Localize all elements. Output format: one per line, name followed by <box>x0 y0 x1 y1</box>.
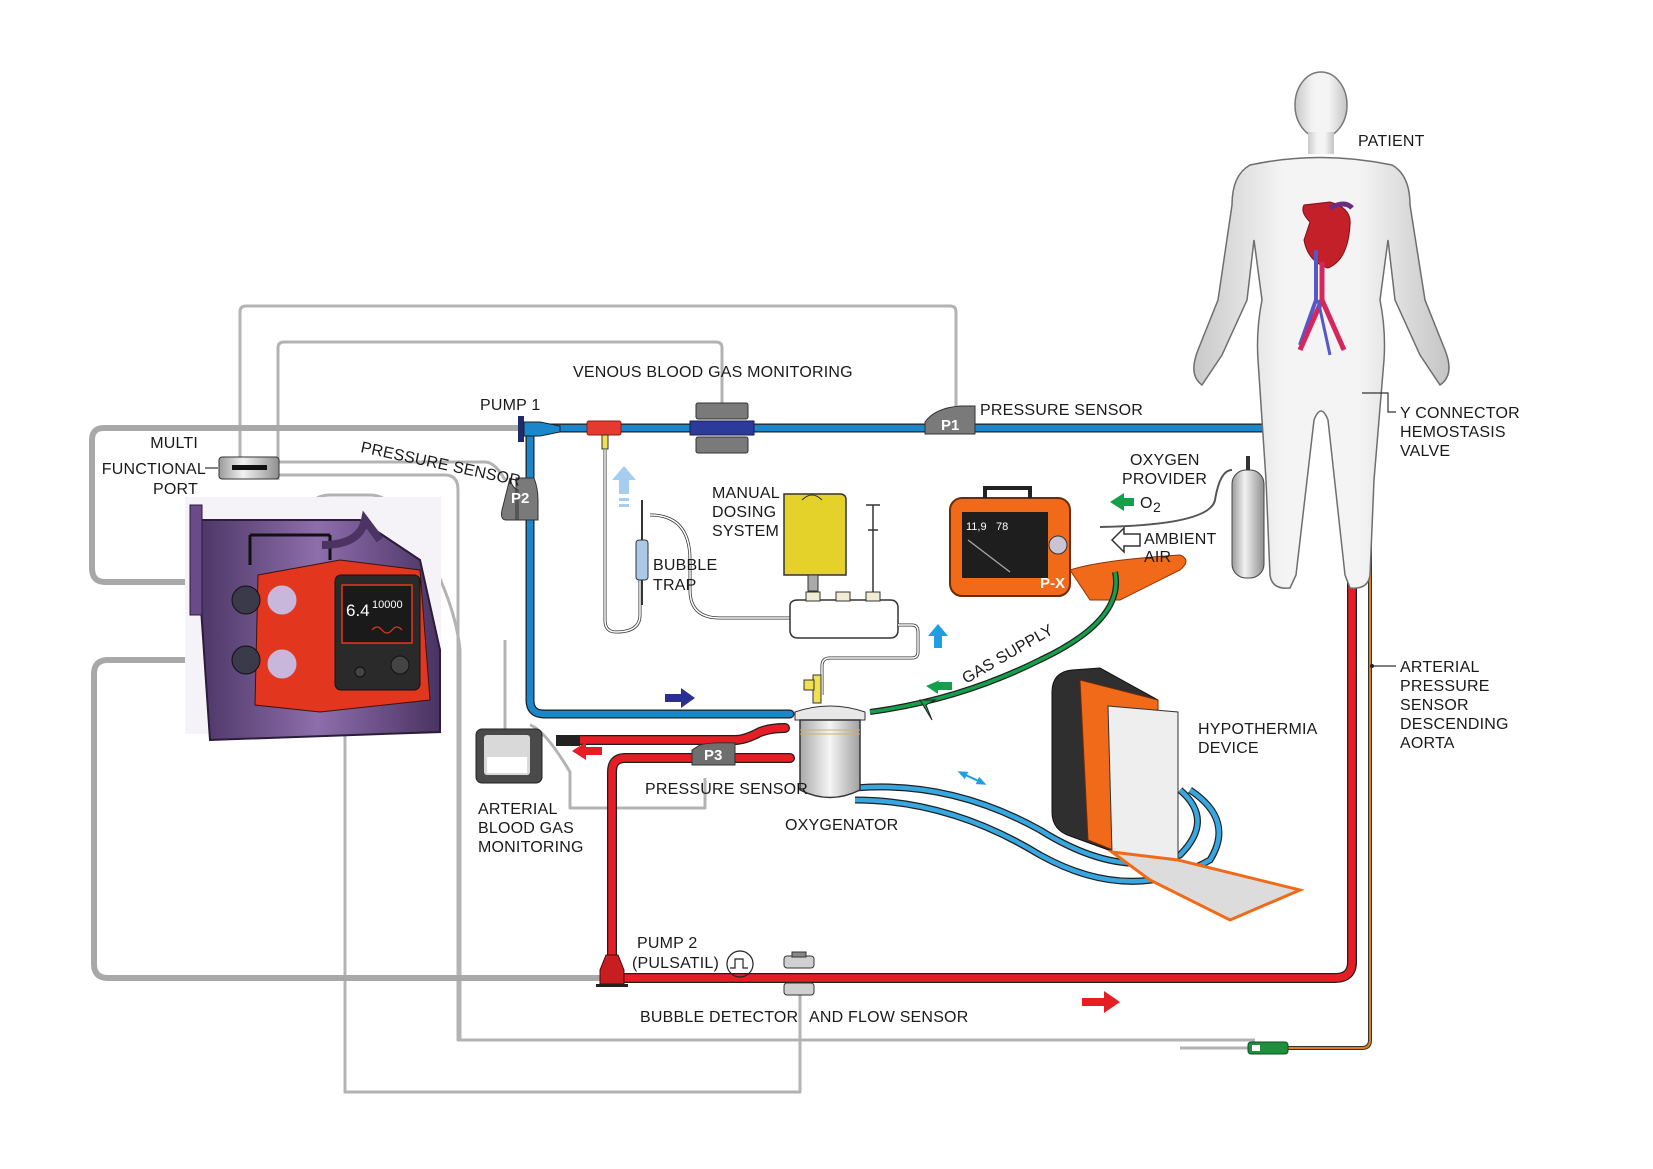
oxygenator-label: OXYGENATOR <box>785 817 898 834</box>
cable-arterial-pressure <box>275 473 1255 1042</box>
flow-left-arrow-icon <box>572 742 602 760</box>
venous-blood-gas-sensor: VENOUS BLOOD GAS MONITORING <box>573 364 853 454</box>
cable-p1 <box>238 304 958 470</box>
arterial-pressure-label-line5: AORTA <box>1400 735 1455 752</box>
console-value-left: 6.4 <box>346 601 370 620</box>
arterial-gas-label-line1: ARTERIAL <box>478 801 558 818</box>
bubble-detector-flow-sensor: BUBBLE DETECTOR AND FLOW SENSOR <box>640 951 968 1026</box>
bubble-trap-label-line1: BUBBLE <box>653 557 717 574</box>
hypothermia-label-line1: HYPOTHERMIA <box>1198 721 1318 738</box>
gas-blender: 11,9 78 P-X <box>949 486 1187 601</box>
p1-label: PRESSURE SENSOR <box>980 402 1143 419</box>
patient-label: PATIENT <box>1358 133 1425 150</box>
venous-flow-right-arrow-icon <box>665 688 695 708</box>
pump2: PUMP 2 (PULSATIL) <box>596 935 754 987</box>
y-connector-label-line3: VALVE <box>1400 443 1450 460</box>
p1-tag: P1 <box>941 417 959 434</box>
arterial-pressure-label-line2: PRESSURE <box>1400 678 1490 695</box>
flow-sensor-label: AND FLOW SENSOR <box>809 1009 968 1026</box>
cable-p2 <box>275 460 507 481</box>
y-connector-callout: Y CONNECTOR HEMOSTASIS VALVE <box>1362 392 1520 460</box>
pump1-label: PUMP 1 <box>480 397 540 414</box>
cable-pump1-drive <box>89 425 520 585</box>
console-value-right: 10000 <box>372 599 403 611</box>
arterial-gas-label-line2: BLOOD GAS <box>478 820 574 837</box>
flow-up-arrow-icon <box>928 624 948 648</box>
arterial-pressure-callout: ARTERIAL PRESSURE SENSOR DESCENDING AORT… <box>1370 659 1509 752</box>
bubble-trap-label-line2: TRAP <box>653 577 696 594</box>
cable-p3 <box>529 723 707 810</box>
oxygen-cylinder: OXYGEN PROVIDER O 2 AMBIENT AIR <box>1099 452 1265 579</box>
hypothermia-device: HYPOTHERMIA DEVICE <box>1051 667 1318 922</box>
y-connector-label-line2: HEMOSTASIS <box>1400 424 1506 441</box>
cable-bubble-detector <box>343 700 802 1094</box>
venous-blood-gas-label: VENOUS BLOOD GAS MONITORING <box>573 364 853 381</box>
o2-subscript: 2 <box>1153 499 1161 515</box>
multi-functional-port: MULTI FUNCTIONAL PORT <box>102 435 280 498</box>
pressure-sensor-p1: P1 PRESSURE SENSOR <box>924 402 1143 435</box>
y-connector-label-line1: Y CONNECTOR <box>1400 405 1520 422</box>
flow-up-arrow-light-icon <box>612 466 636 494</box>
arterial-flow-right-arrow-icon <box>1082 991 1120 1013</box>
blender-brand: P-X <box>1040 575 1065 592</box>
arterial-blood-gas-monitor: ARTERIAL BLOOD GAS MONITORING <box>475 728 584 856</box>
p2-label: PRESSURE SENSOR <box>359 439 522 490</box>
arterial-gas-label-line3: MONITORING <box>478 839 584 856</box>
bidirectional-flow-arrow-icon <box>957 771 987 785</box>
dosing-bag <box>783 493 847 576</box>
cable-pump2-drive <box>91 657 612 981</box>
arterial-pressure-label-line1: ARTERIAL <box>1400 659 1480 676</box>
pressure-sensor-p3: P3 PRESSURE SENSOR <box>645 742 808 798</box>
manual-dosing-label-line3: SYSTEM <box>712 523 779 540</box>
bubble-detector-label: BUBBLE DETECTOR <box>640 1009 798 1026</box>
bubble-trap-connector <box>586 420 622 450</box>
perfusion-console: 6.4 10000 <box>185 497 441 742</box>
oxygenator: OXYGENATOR <box>785 674 898 834</box>
manual-dosing-label-line2: DOSING <box>712 504 776 521</box>
oxygen-provider-label-line2: PROVIDER <box>1122 471 1207 488</box>
ambient-air-label-line1: AMBIENT <box>1144 531 1217 548</box>
pump1: PUMP 1 <box>480 397 561 442</box>
o2-arrow-icon <box>1110 493 1134 511</box>
gas-supply-arrow-icon <box>926 680 952 694</box>
manual-dosing-system: MANUAL DOSING SYSTEM <box>712 485 948 695</box>
p2-tag: P2 <box>511 490 529 507</box>
p3-tag: P3 <box>704 747 722 764</box>
o2-label: O <box>1140 495 1153 512</box>
pump2-label-line1: PUMP 2 <box>637 935 697 952</box>
cable-venous-gas <box>276 340 724 480</box>
mfp-label-line1: MULTI <box>150 435 198 452</box>
patient-figure: PATIENT <box>1193 71 1450 589</box>
blender-value-right: 78 <box>996 521 1008 533</box>
bubble-trap: BUBBLE TRAP <box>603 450 790 634</box>
hypothermia-label-line2: DEVICE <box>1198 740 1259 757</box>
arterial-line <box>556 355 1357 983</box>
venous-line <box>523 343 1303 885</box>
p3-label: PRESSURE SENSOR <box>645 781 808 798</box>
pulsatile-icon <box>726 950 754 978</box>
ambient-air-arrow-icon <box>1110 526 1141 554</box>
arterial-pressure-label-line3: SENSOR <box>1400 697 1469 714</box>
blender-value-left: 11,9 <box>966 521 987 533</box>
mfp-label-line2: FUNCTIONAL <box>102 461 206 478</box>
pump2-label-line2: (PULSATIL) <box>632 955 719 972</box>
oxygen-provider-label-line1: OXYGEN <box>1130 452 1200 469</box>
mfp-label-line3: PORT <box>153 481 198 498</box>
ambient-air-label-line2: AIR <box>1144 549 1171 566</box>
arterial-pressure-label-line4: DESCENDING <box>1400 716 1509 733</box>
manual-dosing-label-line1: MANUAL <box>712 485 780 502</box>
syringe <box>866 504 880 592</box>
arterial-gas-connector <box>556 735 580 746</box>
